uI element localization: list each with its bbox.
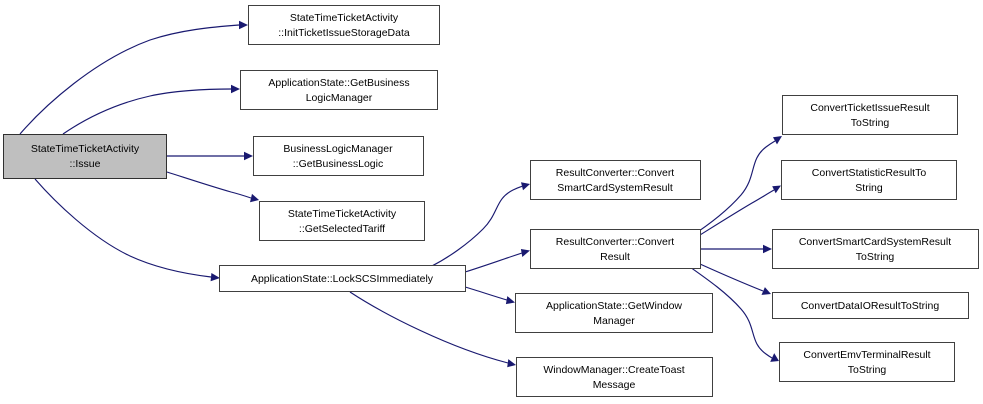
edge-root-to-init-storage xyxy=(19,20,248,135)
node-label-line2: Manager xyxy=(593,315,635,327)
node-label-line2: ToString xyxy=(851,117,890,129)
node-label-line2: Message xyxy=(593,379,636,391)
edge-conv-result-to-conv-dataio xyxy=(699,263,771,295)
node-label-line1: ConvertEmvTerminalResult xyxy=(803,349,930,361)
node-label-line1: StateTimeTicketActivity xyxy=(288,208,397,220)
edge-conv-result-to-conv-emv xyxy=(689,266,779,362)
edge-conv-result-to-conv-statistic xyxy=(699,185,781,236)
node-label-line1: ConvertSmartCardSystemResult xyxy=(799,236,951,248)
node-business-logic-manager-get-business-logic[interactable]: BusinessLogicManager ::GetBusinessLogic xyxy=(253,136,424,176)
node-application-state-lock-scs-immediately[interactable]: ApplicationState::LockSCSImmediately xyxy=(219,265,466,292)
node-label-line1: BusinessLogicManager xyxy=(283,143,393,155)
node-convert-data-io-result-to-string[interactable]: ConvertDataIOResultToString xyxy=(772,292,969,319)
node-label-line1: ConvertTicketIssueResult xyxy=(810,102,929,114)
node-label-line1: ConvertStatisticResultTo xyxy=(812,167,927,179)
node-convert-smart-card-system-result-to-string[interactable]: ConvertSmartCardSystemResult ToString xyxy=(772,229,979,269)
node-window-manager-create-toast-message[interactable]: WindowManager::CreateToast Message xyxy=(516,357,713,397)
node-label-line1: StateTimeTicketActivity xyxy=(31,143,140,155)
node-label-line2: ::GetSelectedTariff xyxy=(299,223,385,235)
node-label-line1: ResultConverter::Convert xyxy=(556,167,675,179)
edge-lock-scs-to-get-window-mgr xyxy=(464,286,515,305)
edge-root-to-lock-scs xyxy=(34,178,220,282)
node-application-state-get-business-logic-manager[interactable]: ApplicationState::GetBusiness LogicManag… xyxy=(240,70,438,110)
edge-root-to-get-bl xyxy=(167,151,253,161)
edge-conv-result-to-conv-smartcard xyxy=(700,244,772,254)
node-label-line1: WindowManager::CreateToast xyxy=(543,364,684,376)
node-convert-ticket-issue-result-to-string[interactable]: ConvertTicketIssueResult ToString xyxy=(782,95,958,135)
node-label-line1: ConvertDataIOResultToString xyxy=(801,300,939,312)
node-label-line2: SmartCardSystemResult xyxy=(557,182,673,194)
node-label-line2: ::InitTicketIssueStorageData xyxy=(278,27,410,39)
node-label-line2: ::GetBusinessLogic xyxy=(293,158,383,170)
node-result-converter-convert-result[interactable]: ResultConverter::Convert Result xyxy=(530,229,701,269)
node-label-line2: Result xyxy=(600,251,630,263)
node-application-state-get-window-manager[interactable]: ApplicationState::GetWindow Manager xyxy=(515,293,713,333)
node-init-ticket-issue-storage-data[interactable]: StateTimeTicketActivity ::InitTicketIssu… xyxy=(248,5,440,45)
node-state-time-ticket-activity-get-selected-tariff[interactable]: StateTimeTicketActivity ::GetSelectedTar… xyxy=(259,201,425,241)
node-label-line1: StateTimeTicketActivity xyxy=(290,12,399,24)
node-convert-emv-terminal-result-to-string[interactable]: ConvertEmvTerminalResult ToString xyxy=(779,342,955,382)
node-result-converter-convert-smart-card-system-result[interactable]: ResultConverter::Convert SmartCardSystem… xyxy=(530,160,701,200)
edge-root-to-get-tariff xyxy=(166,171,259,203)
edge-lock-scs-to-conv-result xyxy=(464,249,530,273)
node-state-time-ticket-activity-issue[interactable]: StateTimeTicketActivity ::Issue xyxy=(3,134,167,179)
edge-lock-scs-to-conv-scs-result xyxy=(429,182,530,268)
node-label-line2: String xyxy=(855,182,883,194)
edge-layer xyxy=(19,20,782,368)
edge-lock-scs-to-create-toast xyxy=(349,291,516,368)
edge-root-to-get-blm xyxy=(62,84,240,135)
node-label-line1: ApplicationState::GetBusiness xyxy=(268,77,409,89)
node-label-line2: ToString xyxy=(856,251,895,263)
node-layer: StateTimeTicketActivity ::Issue StateTim… xyxy=(3,5,979,397)
node-label-line2: ::Issue xyxy=(70,158,101,170)
edge-conv-result-to-conv-ticket-issue xyxy=(689,136,782,238)
node-label-line2: ToString xyxy=(848,364,887,376)
node-label-line1: ApplicationState::LockSCSImmediately xyxy=(251,273,434,285)
node-label-line1: ApplicationState::GetWindow xyxy=(546,300,682,312)
node-label-line1: ResultConverter::Convert xyxy=(556,236,675,248)
node-label-line2: LogicManager xyxy=(306,92,373,104)
node-convert-statistic-result-to-string[interactable]: ConvertStatisticResultTo String xyxy=(781,160,957,200)
